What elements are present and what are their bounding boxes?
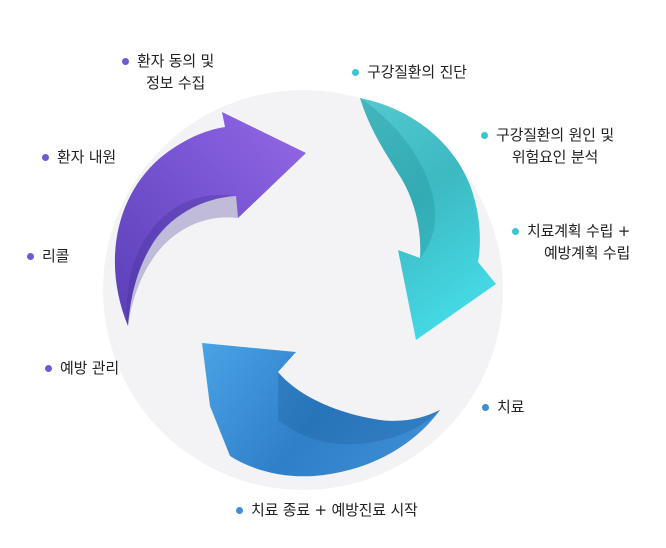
bullet-dot: [481, 132, 488, 139]
teal-cycle-arrow: [360, 98, 496, 340]
label-plan-text: 치료계획 수립 + 예방계획 수립: [527, 222, 631, 262]
label-diagnosis-text: 구강질환의 진단: [367, 63, 467, 81]
bullet-dot: [236, 507, 243, 514]
bullet-dot: [42, 154, 49, 161]
purple-arrow-inner-shade: [127, 194, 238, 326]
bullet-dot: [512, 228, 519, 235]
label-treatment-text: 치료: [497, 398, 525, 416]
bullet-dot: [122, 58, 129, 65]
purple-cycle-arrow: [114, 112, 307, 326]
label-treatment: 치료: [482, 396, 524, 418]
label-consent-text: 환자 동의 및 정보 수집: [137, 52, 215, 92]
label-recall: 리콜: [27, 245, 69, 267]
teal-arrow-inner-shade: [360, 98, 436, 258]
label-recall-text: 리콜: [42, 247, 70, 265]
bullet-dot: [352, 69, 359, 76]
bullet-dot: [45, 365, 52, 372]
label-diagnosis: 구강질환의 진단: [352, 61, 467, 83]
label-end: 치료 종료 + 예방진료 시작: [236, 499, 418, 521]
label-plan: 치료계획 수립 + 예방계획 수립: [512, 220, 630, 264]
label-end-text: 치료 종료 + 예방진료 시작: [251, 501, 418, 519]
label-prevention-text: 예방 관리: [60, 359, 119, 377]
label-prevention: 예방 관리: [45, 357, 119, 379]
bullet-dot: [482, 404, 489, 411]
label-consent: 환자 동의 및 정보 수집: [122, 50, 214, 94]
label-visit-text: 환자 내원: [57, 148, 116, 166]
label-analysis: 구강질환의 원인 및 위험요인 분석: [481, 124, 614, 168]
label-analysis-text: 구강질환의 원인 및 위험요인 분석: [496, 126, 614, 166]
label-visit: 환자 내원: [42, 146, 116, 168]
blue-arrow-inner-shade: [278, 372, 440, 445]
blue-cycle-arrow: [202, 343, 440, 477]
bullet-dot: [27, 253, 34, 260]
